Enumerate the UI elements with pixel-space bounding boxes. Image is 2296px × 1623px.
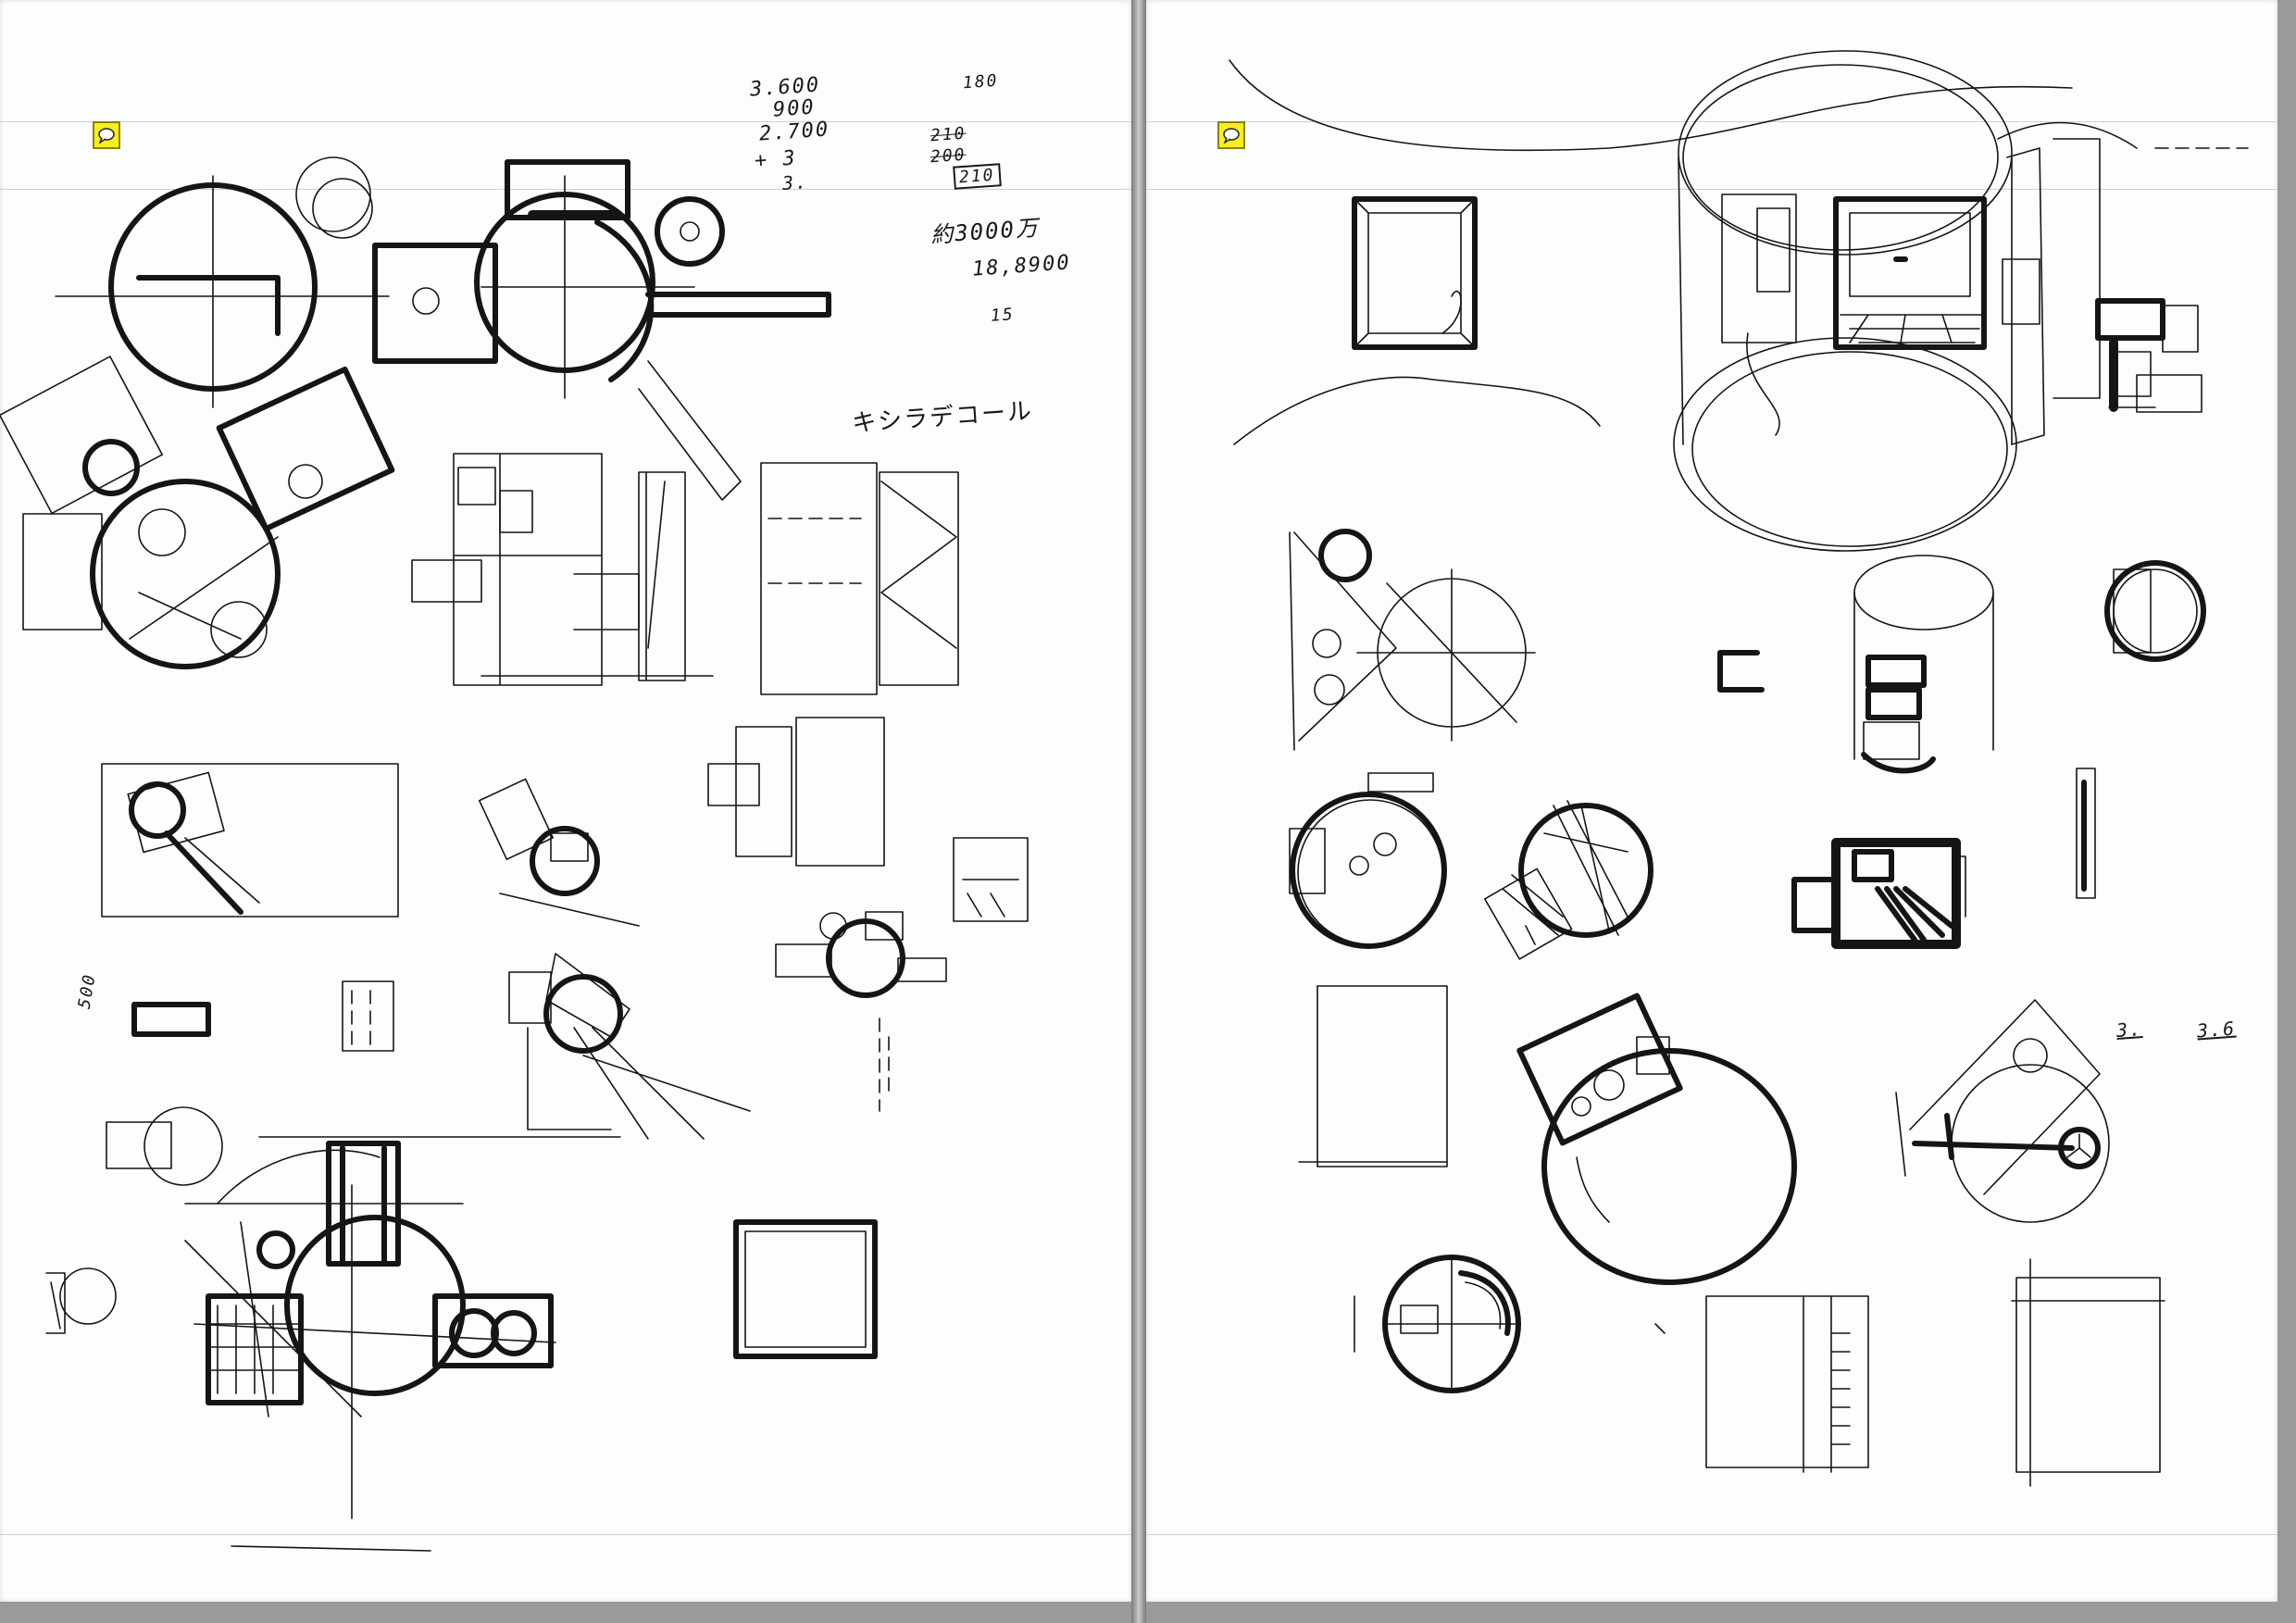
speech-bubble-icon <box>98 128 115 144</box>
calc-line: 3. <box>781 170 809 194</box>
calc-line: 2.700 <box>758 118 831 146</box>
book-gutter <box>1131 0 1146 1623</box>
comment-icon[interactable] <box>93 121 120 149</box>
left-page: 3.600 900 2.700 + 3 3. 180 210 200 210 約… <box>0 0 1131 1602</box>
cost-note: 15 <box>990 305 1016 326</box>
page-rule <box>1146 189 2277 190</box>
calc-line: + 3 <box>754 146 798 173</box>
page-rule <box>0 1534 1131 1535</box>
page-rule <box>0 121 1131 122</box>
comment-icon[interactable] <box>1217 121 1245 149</box>
right-page: 3. 3.6 <box>1146 0 2277 1602</box>
page-rule <box>1146 121 2277 122</box>
floor-plan-sketches-left <box>0 156 1029 1552</box>
speech-bubble-icon <box>1223 128 1240 144</box>
dimension-note: 180 <box>962 70 1000 94</box>
dimension-note: 210 <box>953 163 1002 190</box>
page-rule <box>1146 1534 2277 1535</box>
dimension-note: 3.6 <box>2196 1017 2237 1042</box>
dimension-note: 210 <box>930 123 967 146</box>
floor-plan-sketches-right <box>1229 50 2249 1487</box>
dimension-note: 200 <box>930 144 967 168</box>
page-rule <box>0 189 1131 190</box>
calc-line: 900 <box>772 95 817 122</box>
dimension-note: 3. <box>2115 1017 2143 1042</box>
